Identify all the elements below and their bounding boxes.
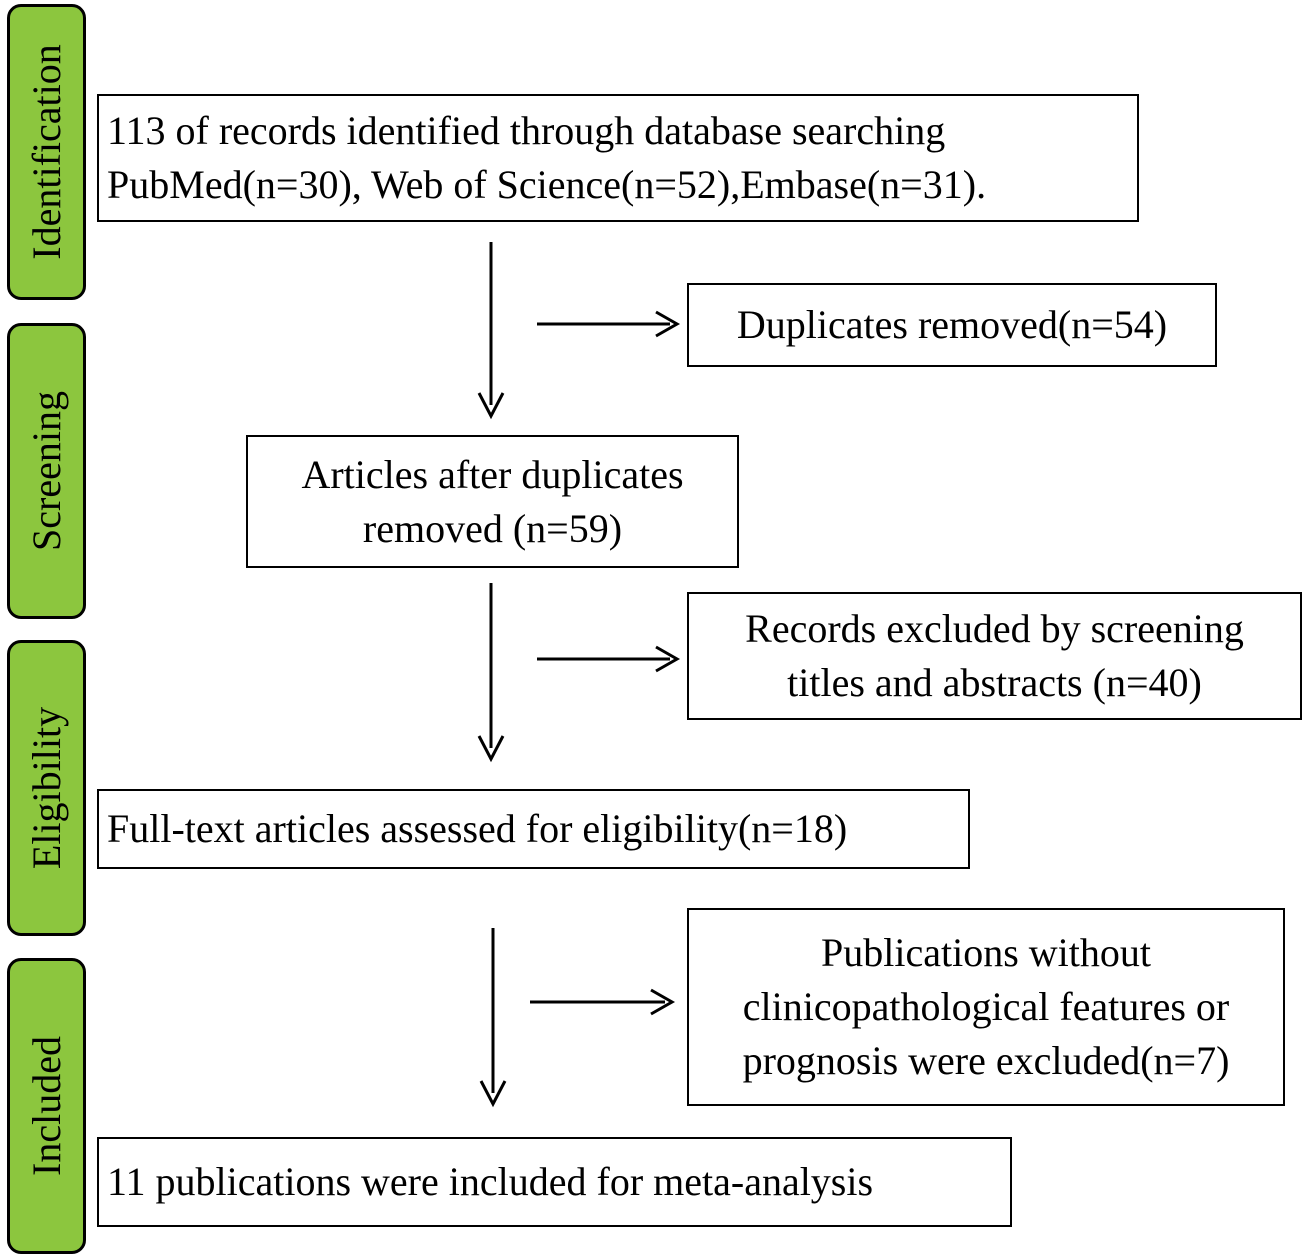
- records-excluded-line2: titles and abstracts (n=40): [787, 660, 1202, 705]
- arrow-right-3: [530, 988, 676, 1016]
- stage-screening: Screening: [7, 323, 86, 619]
- publications-included-line1: 11 publications were included for meta-a…: [107, 1159, 874, 1204]
- stage-included: Included: [7, 958, 86, 1254]
- full-text-assessed-line1: Full-text articles assessed for eligibil…: [107, 806, 848, 851]
- arrow-right-2: [537, 645, 681, 673]
- arrow-down-2: [477, 583, 505, 763]
- records-identified-line2: PubMed(n=30), Web of Science(n=52),Embas…: [107, 162, 987, 207]
- publications-excluded-box: Publications without clinicopathological…: [687, 908, 1285, 1106]
- full-text-assessed-box: Full-text articles assessed for eligibil…: [97, 789, 970, 869]
- duplicates-removed-line1: Duplicates removed(n=54): [736, 302, 1168, 347]
- articles-after-duplicates-line1: Articles after duplicates: [301, 451, 684, 497]
- duplicates-removed-box: Duplicates removed(n=54): [687, 283, 1217, 367]
- articles-after-duplicates-box: Articles after duplicates removed (n=59): [246, 435, 739, 568]
- arrow-right-1: [537, 310, 681, 338]
- records-excluded-box: Records excluded by screening titles and…: [687, 592, 1302, 720]
- arrow-down-3: [479, 928, 507, 1108]
- articles-after-duplicates-line2: removed (n=59): [362, 505, 623, 551]
- publications-excluded-line2: clinicopathological features or: [742, 984, 1230, 1029]
- records-excluded-line1: Records excluded by screening: [745, 606, 1244, 651]
- publications-excluded-line3: prognosis were excluded(n=7): [742, 1038, 1230, 1083]
- records-identified-box: 113 of records identified through databa…: [97, 94, 1139, 222]
- arrow-down-1: [477, 242, 505, 420]
- publications-included-box: 11 publications were included for meta-a…: [97, 1137, 1012, 1227]
- publications-excluded-line1: Publications without: [821, 930, 1151, 975]
- records-identified-line1: 113 of records identified through databa…: [107, 108, 946, 153]
- stage-eligibility: Eligibility: [7, 640, 86, 936]
- stage-identification: Identification: [7, 4, 86, 300]
